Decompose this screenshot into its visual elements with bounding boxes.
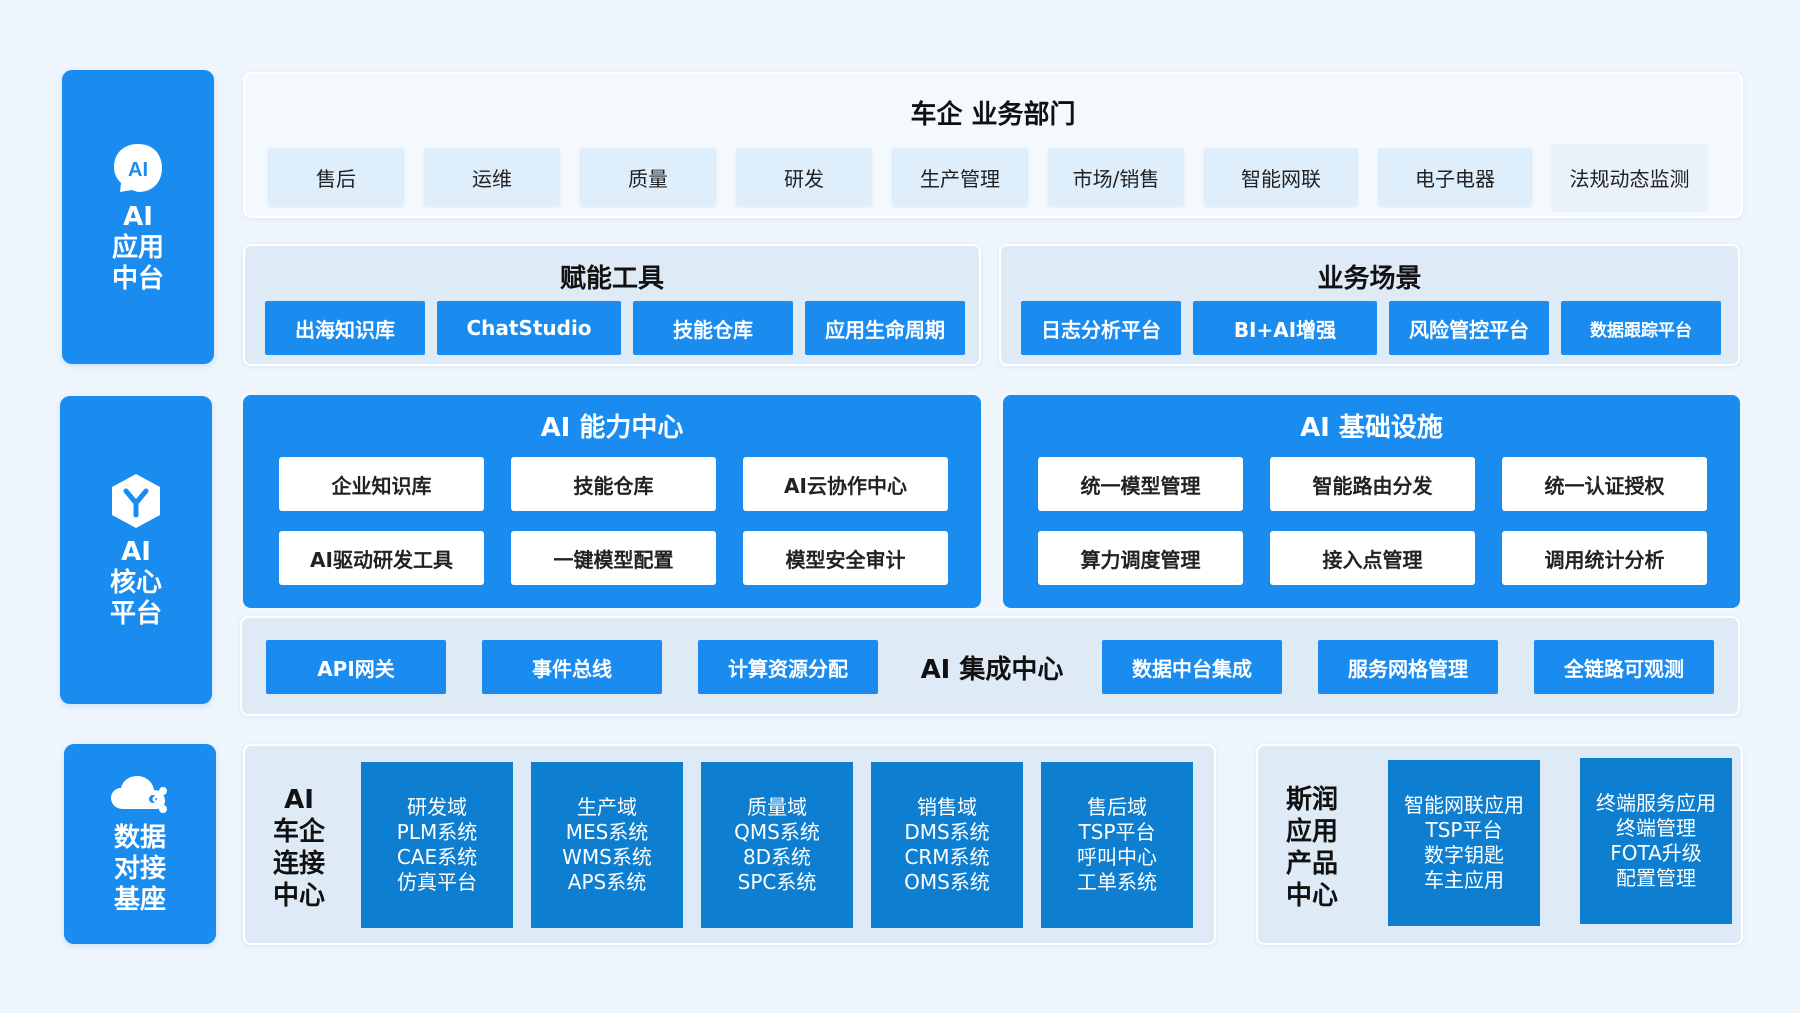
infra-auth[interactable]: 统一认证授权 xyxy=(1502,457,1707,511)
cap-ai-dev-tools[interactable]: AI驱动研发工具 xyxy=(279,531,484,585)
infra-endpoint-mgmt[interactable]: 接入点管理 xyxy=(1270,531,1475,585)
connect-title: AI 车企 连接 中心 xyxy=(272,785,325,911)
cloud-share-icon xyxy=(111,775,167,813)
infra-model-mgmt[interactable]: 统一模型管理 xyxy=(1038,457,1243,511)
tools-title: 赋能工具 xyxy=(559,264,664,294)
int-observability[interactable]: 全链路可观测 xyxy=(1534,640,1714,694)
scenes-title: 业务场景 xyxy=(1317,264,1422,294)
tool-overseas-kb[interactable]: 出海知识库 xyxy=(265,301,425,355)
scene-bi-ai[interactable]: BI+AI增强 xyxy=(1193,301,1377,355)
svg-text:AI: AI xyxy=(128,159,148,181)
infra-usage-stats[interactable]: 调用统计分析 xyxy=(1502,531,1707,585)
capability-title: AI 能力中心 xyxy=(540,413,684,443)
cube-icon xyxy=(112,473,160,528)
capability-panel: AI 能力中心 企业知识库 技能仓库 AI云协作中心 AI驱动研发工具 一键模型… xyxy=(243,395,981,608)
business-dept-title: 车企 业务部门 xyxy=(910,100,1076,130)
ai-core-platform-text: AI 核心 平台 xyxy=(109,536,162,629)
cap-ai-cloud-collab[interactable]: AI云协作中心 xyxy=(743,457,948,511)
ai-app-platform-label: AI AI 应用 中台 xyxy=(62,70,214,364)
business-dept-row: 售后 运维 质量 研发 生产管理 市场/销售 智能网联 电子电器 法规动态监测 xyxy=(268,144,1707,210)
infra-panel: AI 基础设施 统一模型管理 智能路由分发 统一认证授权 算力调度管理 接入点管… xyxy=(1003,395,1740,608)
integration-title: AI 集成中心 xyxy=(920,654,1064,685)
infra-title: AI 基础设施 xyxy=(1300,413,1443,443)
scene-risk-control[interactable]: 风险管控平台 xyxy=(1389,301,1549,355)
int-event-bus[interactable]: 事件总线 xyxy=(482,640,662,694)
scene-data-tracking[interactable]: 数据跟踪平台 xyxy=(1561,301,1721,355)
data-base-label: 数据 对接 基座 xyxy=(64,744,216,944)
dept-production[interactable]: 生产管理 xyxy=(892,148,1028,206)
dept-rnd[interactable]: 研发 xyxy=(736,148,872,206)
tools-panel: 赋能工具 出海知识库 ChatStudio 技能仓库 应用生命周期 xyxy=(243,244,981,366)
int-service-mesh[interactable]: 服务网格管理 xyxy=(1318,640,1498,694)
cap-model-config[interactable]: 一键模型配置 xyxy=(511,531,716,585)
scene-log-analysis[interactable]: 日志分析平台 xyxy=(1021,301,1181,355)
dept-quality[interactable]: 质量 xyxy=(580,148,716,206)
dept-marketing-sales[interactable]: 市场/销售 xyxy=(1048,148,1184,206)
sirun-title: 斯润 应用 产品 中心 xyxy=(1285,785,1338,911)
dept-operations[interactable]: 运维 xyxy=(424,148,560,206)
tool-skill-repo[interactable]: 技能仓库 xyxy=(633,301,793,355)
dept-after-sales[interactable]: 售后 xyxy=(268,148,404,206)
cap-skill-repo[interactable]: 技能仓库 xyxy=(511,457,716,511)
ai-app-platform-text: AI 应用 中台 xyxy=(111,201,164,294)
integration-panel: API网关 事件总线 计算资源分配 AI 集成中心 数据中台集成 服务网格管理 … xyxy=(240,616,1740,716)
infra-routing[interactable]: 智能路由分发 xyxy=(1270,457,1475,511)
int-data-platform[interactable]: 数据中台集成 xyxy=(1102,640,1282,694)
cap-enterprise-kb[interactable]: 企业知识库 xyxy=(279,457,484,511)
ai-core-platform-label: AI 核心 平台 xyxy=(60,396,212,704)
dept-electronics[interactable]: 电子电器 xyxy=(1378,148,1532,206)
data-base-text: 数据 对接 基座 xyxy=(113,822,166,915)
int-compute-alloc[interactable]: 计算资源分配 xyxy=(698,640,878,694)
tool-app-lifecycle[interactable]: 应用生命周期 xyxy=(805,301,965,355)
dept-connected[interactable]: 智能网联 xyxy=(1204,148,1358,206)
ai-head-icon: AI xyxy=(114,143,162,192)
cap-security-audit[interactable]: 模型安全审计 xyxy=(743,531,948,585)
tool-chatstudio[interactable]: ChatStudio xyxy=(437,301,621,355)
dept-regulations[interactable]: 法规动态监测 xyxy=(1552,144,1707,210)
int-api-gateway[interactable]: API网关 xyxy=(266,640,446,694)
business-dept-panel: 车企 业务部门 售后 运维 质量 研发 生产管理 市场/销售 智能网联 电子电器… xyxy=(243,72,1743,218)
scenes-panel: 业务场景 日志分析平台 BI+AI增强 风险管控平台 数据跟踪平台 xyxy=(999,244,1740,366)
infra-compute-sched[interactable]: 算力调度管理 xyxy=(1038,531,1243,585)
